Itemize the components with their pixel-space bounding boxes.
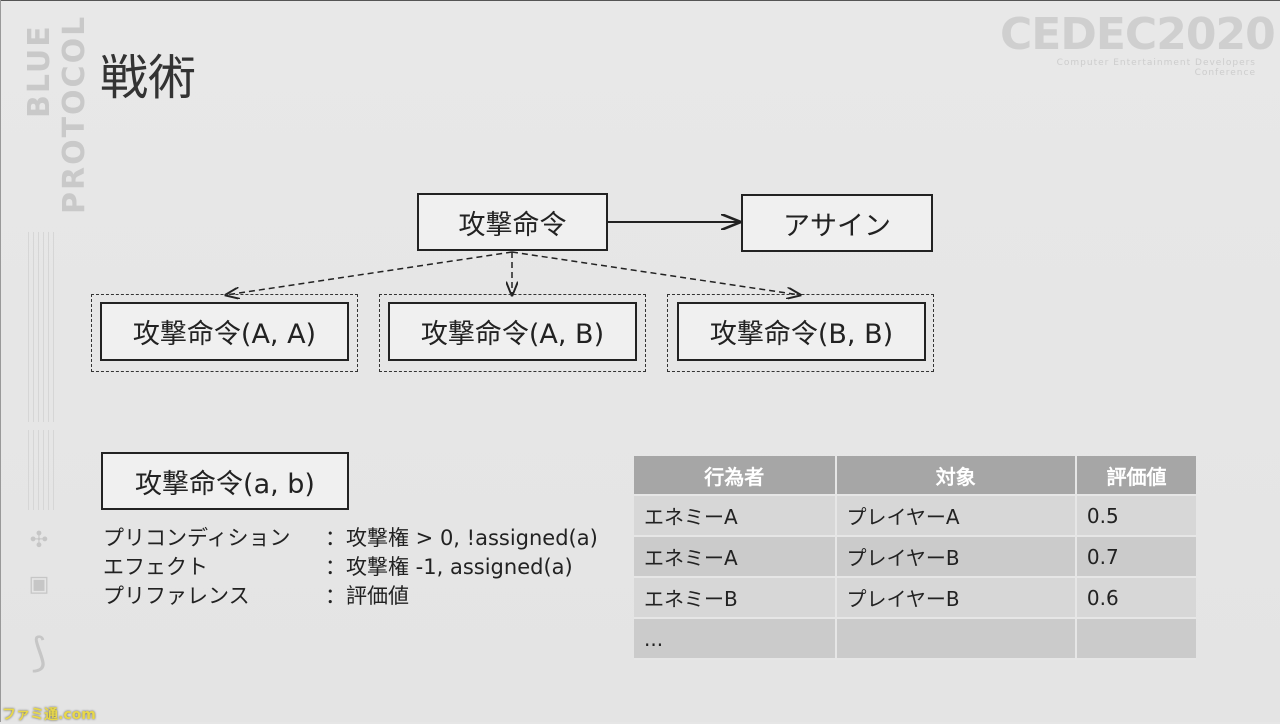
child-group-aa	[91, 294, 358, 372]
node-child-bb: 攻撃命令(B, B)	[677, 302, 926, 361]
cell-target	[835, 618, 1077, 660]
precondition-row: プリコンディション ：攻撃権 > 0, !assigned(a)	[103, 522, 598, 551]
header-actor: 行為者	[634, 456, 837, 496]
cell-score	[1075, 618, 1196, 660]
table-header-row: 行為者 対象 評価値	[634, 456, 1196, 496]
effect-label: エフェクト	[103, 554, 208, 579]
evaluation-table: 行為者 対象 評価値 エネミーA プレイヤーA 0.5 エネミーA プレイヤーB…	[634, 456, 1196, 660]
cedec-logo: CEDEC2020	[1000, 9, 1276, 60]
table-row: エネミーB プレイヤーB 0.6	[634, 577, 1196, 619]
arrow-to-child-bb	[511, 251, 800, 295]
brand-fine-text-2	[28, 430, 54, 510]
famitsu-watermark: ファミ通.com	[2, 707, 96, 723]
node-child-aa: 攻撃命令(A, A)	[100, 302, 349, 361]
header-target: 対象	[835, 456, 1077, 496]
child-group-ab	[379, 294, 646, 372]
effect-row: エフェクト ：攻撃権 -1, assigned(a)	[103, 551, 598, 580]
preference-value: ：評価値	[325, 583, 409, 608]
top-divider	[0, 0, 1280, 1]
node-child-ab: 攻撃命令(A, B)	[388, 302, 637, 361]
action-conditions: プリコンディション ：攻撃権 > 0, !assigned(a) エフェクト ：…	[103, 522, 598, 609]
crest-icon: ⟆	[31, 630, 47, 676]
node-attack-command: 攻撃命令	[417, 193, 608, 251]
header-score: 評価値	[1075, 456, 1196, 496]
cell-actor: ...	[634, 618, 837, 660]
cell-actor: エネミーA	[634, 536, 837, 578]
precondition-label: プリコンディション	[103, 525, 291, 550]
cell-target: プレイヤーA	[835, 495, 1077, 537]
cell-score: 0.7	[1075, 536, 1196, 578]
cell-target: プレイヤーB	[835, 536, 1077, 578]
emblem-icon: ✣	[29, 528, 49, 553]
preference-label: プリファレンス	[103, 583, 250, 608]
cedec-logo-subtitle: Computer Entertainment Developers Confer…	[1056, 58, 1256, 78]
table-row: ...	[634, 618, 1196, 660]
action-definition-box: 攻撃命令(a, b)	[101, 452, 349, 510]
table-row: エネミーA プレイヤーA 0.5	[634, 495, 1196, 537]
cell-score: 0.6	[1075, 577, 1196, 619]
child-group-bb	[667, 294, 934, 372]
brand-fine-text	[28, 232, 54, 422]
cell-actor: エネミーA	[634, 495, 837, 537]
effect-value: ：攻撃権 -1, assigned(a)	[325, 554, 573, 579]
arrow-to-child-aa	[226, 251, 513, 295]
node-assign: アサイン	[741, 194, 933, 252]
slide-title: 戦術	[100, 50, 197, 106]
table-row: エネミーA プレイヤーB 0.7	[634, 536, 1196, 578]
precondition-value: ：攻撃権 > 0, !assigned(a)	[325, 525, 598, 550]
preference-row: プリファレンス ：評価値	[103, 580, 598, 609]
cell-actor: エネミーB	[634, 577, 837, 619]
seal-icon: ▣	[28, 572, 50, 597]
cell-target: プレイヤーB	[835, 577, 1077, 619]
left-divider	[0, 0, 1, 722]
cell-score: 0.5	[1075, 495, 1196, 537]
